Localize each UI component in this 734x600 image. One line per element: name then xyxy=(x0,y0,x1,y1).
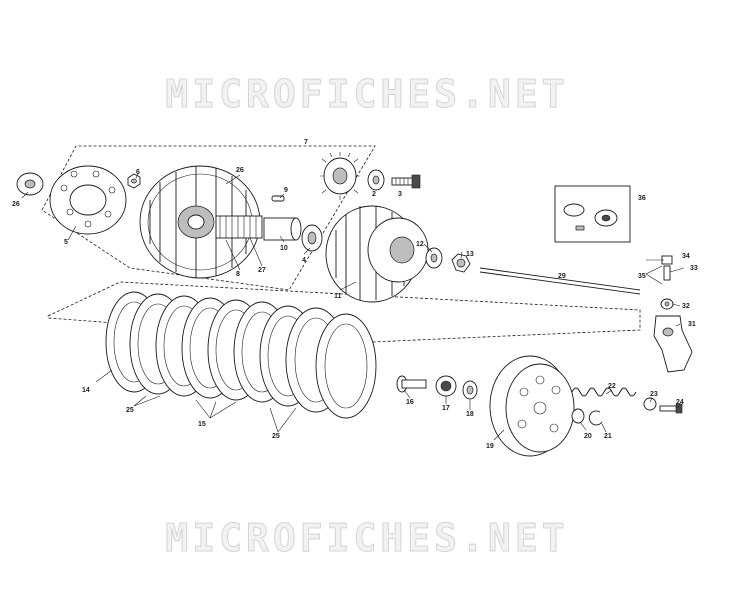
callout-7: 7 xyxy=(304,139,308,146)
washer-12 xyxy=(425,247,443,269)
bearing-17 xyxy=(435,375,457,397)
callout-20: 20 xyxy=(584,433,592,440)
slave-cylinder-31 xyxy=(653,315,693,373)
callout-21: 21 xyxy=(604,433,612,440)
callout-14: 14 xyxy=(82,387,90,394)
nut-13 xyxy=(451,253,471,273)
inner-hub-11 xyxy=(325,205,429,303)
spline-hub-27 xyxy=(215,215,263,239)
washer-20 xyxy=(571,408,585,424)
nipple-33 xyxy=(663,265,685,281)
callout-6: 6 xyxy=(136,169,140,176)
callout-12: 12 xyxy=(416,241,424,248)
callout-26-top: 26 xyxy=(236,167,244,174)
pressure-plate-5 xyxy=(49,165,127,235)
callout-15: 15 xyxy=(198,421,206,428)
callout-24: 24 xyxy=(676,399,684,406)
callout-33: 33 xyxy=(690,265,698,272)
callout-5: 5 xyxy=(64,239,68,246)
callout-19: 19 xyxy=(486,443,494,450)
callout-10: 10 xyxy=(280,245,288,252)
pressure-plate-19 xyxy=(489,355,575,457)
circlip-21 xyxy=(588,410,603,426)
group-15-frame xyxy=(47,281,641,343)
pin-9 xyxy=(271,195,285,202)
callout-25-right: 25 xyxy=(272,433,280,440)
washer-26 xyxy=(16,172,44,196)
clutch-plate-stack xyxy=(105,291,377,419)
washer-2 xyxy=(367,169,385,191)
callout-4: 4 xyxy=(302,257,306,264)
spring-22 xyxy=(571,387,637,397)
callout-27: 27 xyxy=(258,267,266,274)
callout-9: 9 xyxy=(284,187,288,194)
drive-gear xyxy=(320,152,360,200)
callout-36: 36 xyxy=(638,195,646,202)
callout-17: 17 xyxy=(442,405,450,412)
screw-24 xyxy=(659,403,683,414)
callout-23: 23 xyxy=(650,391,658,398)
callout-31: 31 xyxy=(688,321,696,328)
callout-29: 29 xyxy=(558,273,566,280)
o-ring-32 xyxy=(660,298,674,310)
callout-35: 35 xyxy=(638,273,646,280)
callout-11: 11 xyxy=(334,293,342,300)
callout-18: 18 xyxy=(466,411,474,418)
bush-10 xyxy=(263,217,302,241)
seal-kit-36 xyxy=(554,185,631,243)
callout-13: 13 xyxy=(466,251,474,258)
callout-2: 2 xyxy=(372,191,376,198)
push-rod-29 xyxy=(479,267,641,295)
callout-16: 16 xyxy=(406,399,414,406)
bolt-3 xyxy=(391,174,421,189)
callout-labels: 26 5 6 7 26 9 8 27 10 4 2 3 11 12 13 29 … xyxy=(12,139,698,450)
leader-lines xyxy=(21,173,681,441)
washer-4 xyxy=(301,224,323,252)
mushroom-16 xyxy=(396,375,427,393)
callout-34: 34 xyxy=(682,253,690,260)
callout-8: 8 xyxy=(236,271,240,278)
washer-23 xyxy=(643,397,657,411)
bolt-6 xyxy=(127,173,141,189)
callout-32: 32 xyxy=(682,303,690,310)
callout-3: 3 xyxy=(398,191,402,198)
group-7-frame xyxy=(41,145,376,291)
callout-22: 22 xyxy=(608,383,616,390)
watermark-top: MICROFICHES.NET xyxy=(165,72,569,117)
washer-18 xyxy=(462,380,478,400)
callout-25-left: 25 xyxy=(126,407,134,414)
watermark-bottom: MICROFICHES.NET xyxy=(165,516,569,561)
callout-26-left: 26 xyxy=(12,201,20,208)
